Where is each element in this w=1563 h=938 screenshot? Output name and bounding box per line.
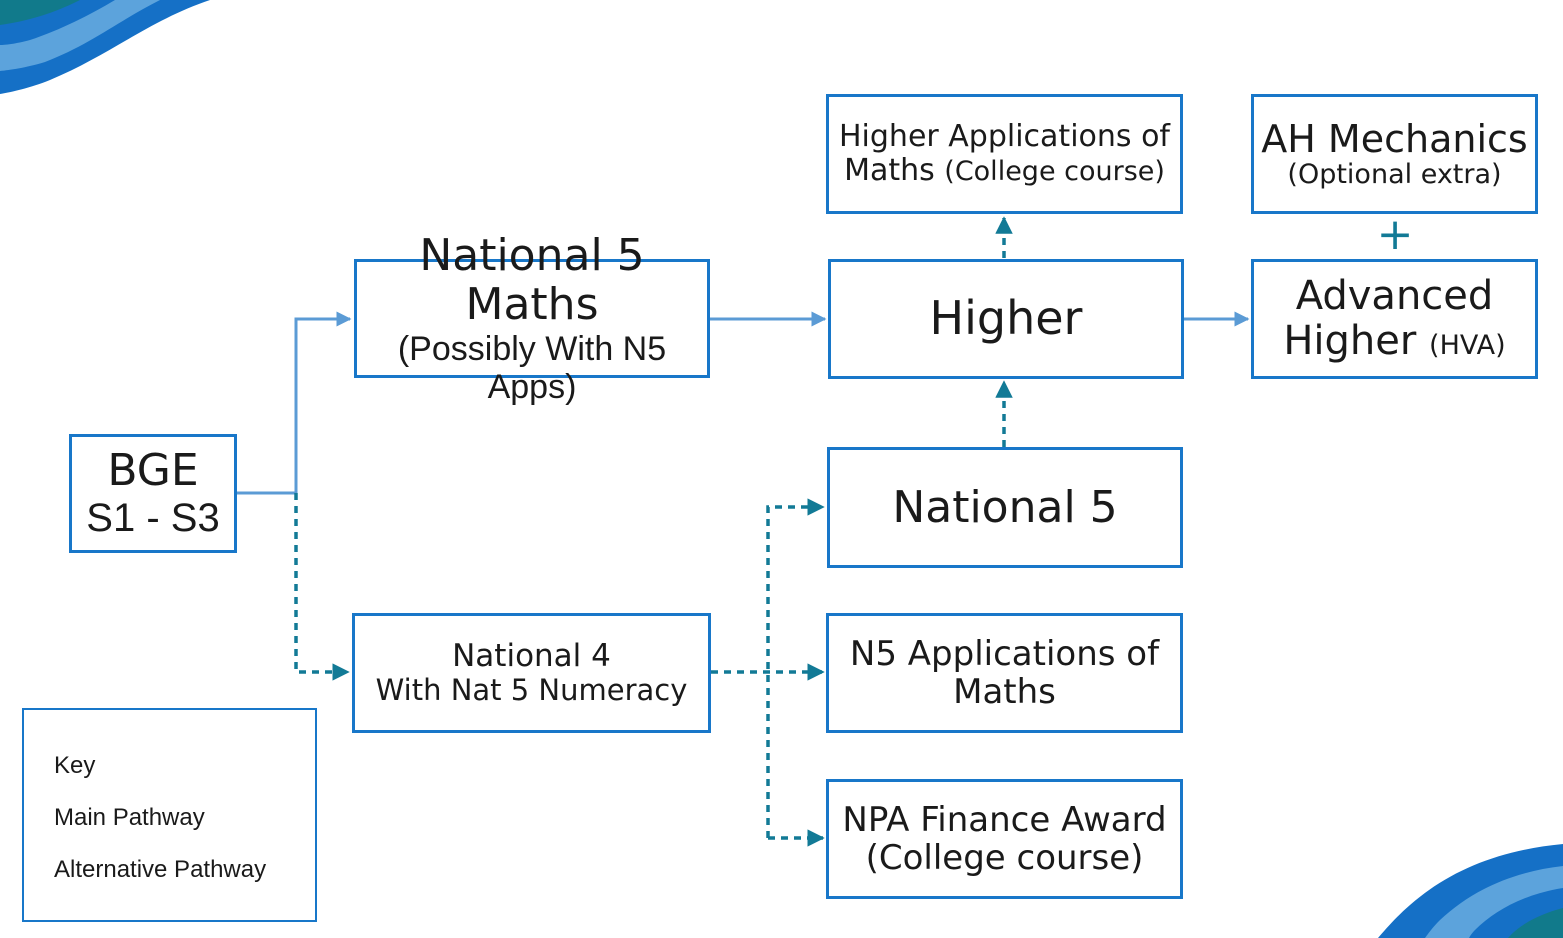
node-bge-subtitle: S1 - S3 xyxy=(86,495,220,540)
node-bge-title: BGE xyxy=(107,445,199,497)
legend-main-label: Main Pathway xyxy=(54,804,205,831)
node-n5apps-subtitle: Maths xyxy=(953,672,1056,712)
node-advhigher-subtitle: Higher (HVA) xyxy=(1283,319,1505,364)
node-higher: Higher xyxy=(828,259,1184,379)
node-ham-title: Higher Applications of xyxy=(839,119,1170,155)
node-higher-title: Higher xyxy=(929,291,1083,346)
legend-title: Key xyxy=(54,752,96,779)
node-n5maths-subtitle: (Possibly With N5 Apps) xyxy=(397,329,667,406)
node-national-4: National 4 With Nat 5 Numeracy xyxy=(352,613,711,733)
node-advanced-higher: Advanced Higher (HVA) xyxy=(1251,259,1538,379)
node-n5-applications: N5 Applications of Maths xyxy=(826,613,1183,733)
legend-key: Key Main Pathway Alternative Pathway xyxy=(22,708,317,922)
plus-icon: + xyxy=(1376,209,1414,260)
wave-decoration-bottom-right xyxy=(1378,844,1563,938)
connector-bge-to-n5maths xyxy=(236,311,352,495)
node-bge: BGE S1 - S3 xyxy=(69,434,237,553)
node-ahmech-subtitle: (Optional extra) xyxy=(1287,159,1502,191)
alternative-pathway-connectors xyxy=(294,216,1013,847)
node-advhigher-subtitle-note: (HVA) xyxy=(1429,330,1506,361)
node-nat4-title: National 4 xyxy=(452,638,611,675)
connector-branch-to-nat5 xyxy=(766,498,825,838)
node-ah-mechanics: AH Mechanics (Optional extra) xyxy=(1251,94,1538,214)
node-nat4-subtitle: With Nat 5 Numeracy xyxy=(375,673,688,708)
connector-bge-to-nat4 xyxy=(294,493,350,681)
node-n5maths-title: National 5 Maths xyxy=(419,230,645,331)
node-nat5-title: National 5 xyxy=(892,481,1118,533)
wave-decoration-top-left xyxy=(0,0,210,94)
node-advhigher-title: Advanced xyxy=(1295,273,1494,320)
node-national-5: National 5 xyxy=(827,447,1183,568)
node-npa-finance-award: NPA Finance Award (College course) xyxy=(826,779,1183,899)
node-npa-subtitle: (College course) xyxy=(865,838,1144,878)
node-n5apps-title: N5 Applications of xyxy=(849,633,1160,674)
node-national-5-maths: National 5 Maths (Possibly With N5 Apps) xyxy=(354,231,710,406)
node-higher-applications: Higher Applications of Maths (College co… xyxy=(826,94,1183,214)
node-ham-subtitle: Maths (College course) xyxy=(844,154,1165,188)
node-ham-subtitle-main: Maths xyxy=(844,153,945,188)
node-npa-title: NPA Finance Award xyxy=(842,799,1167,840)
node-ahmech-title: AH Mechanics xyxy=(1261,116,1528,161)
node-ham-subtitle-note: (College course) xyxy=(944,156,1165,187)
main-pathway-connectors xyxy=(236,311,1250,495)
legend-alt-label: Alternative Pathway xyxy=(54,856,267,883)
node-advhigher-subtitle-main: Higher xyxy=(1283,318,1430,364)
